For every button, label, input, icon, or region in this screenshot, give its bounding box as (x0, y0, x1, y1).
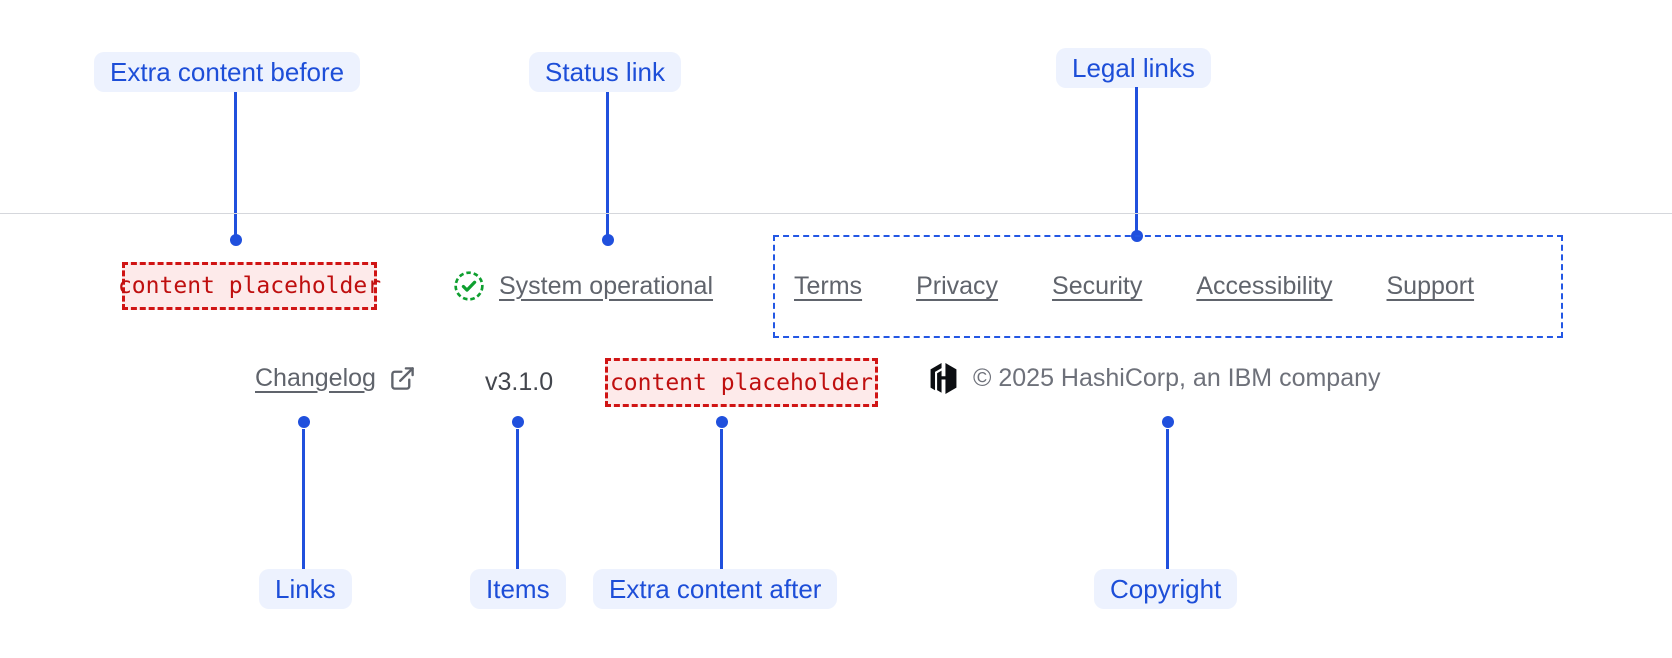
connector-dot-status-link (602, 234, 614, 246)
connector-line-extra-content-after (720, 429, 723, 569)
status-link[interactable]: System operational (453, 262, 713, 310)
placeholder-text: content placeholder (609, 369, 874, 396)
label-legal-links: Legal links (1056, 48, 1211, 88)
connector-dot-copyright (1162, 416, 1174, 428)
hashicorp-logo-icon (928, 362, 959, 394)
label-status-link: Status link (529, 52, 681, 92)
extra-content-before-placeholder: content placeholder (118, 262, 381, 310)
legal-links-region: Terms Privacy Security Accessibility Sup… (773, 235, 1563, 338)
connector-line-links (302, 429, 305, 569)
label-text: Legal links (1072, 52, 1195, 83)
changelog-link-label[interactable]: Changelog (255, 363, 376, 392)
label-text: Copyright (1110, 573, 1222, 604)
label-text: Extra content before (110, 56, 345, 87)
connector-line-legal-links (1135, 87, 1138, 231)
label-copyright: Copyright (1094, 569, 1238, 609)
connector-line-extra-content-before (234, 92, 237, 235)
legal-link-terms[interactable]: Terms (794, 272, 863, 300)
legal-link-support[interactable]: Support (1386, 272, 1475, 300)
check-circle-icon (453, 270, 485, 302)
connector-dot-items (512, 416, 524, 428)
legal-link-privacy[interactable]: Privacy (916, 272, 999, 300)
label-text: Status link (545, 56, 665, 87)
label-text: Extra content after (609, 573, 822, 604)
connector-line-items (516, 429, 519, 569)
version-item: v3.1.0 (485, 368, 554, 396)
label-extra-content-after: Extra content after (593, 569, 838, 609)
copyright-text: © 2025 HashiCorp, an IBM company (973, 363, 1381, 392)
label-text: Links (275, 573, 336, 604)
label-text: Items (486, 573, 550, 604)
status-link-label[interactable]: System operational (499, 271, 714, 300)
legal-link-accessibility[interactable]: Accessibility (1196, 272, 1333, 300)
connector-dot-links (298, 416, 310, 428)
connector-dot-extra-content-after (716, 416, 728, 428)
copyright: © 2025 HashiCorp, an IBM company (928, 360, 1381, 396)
connector-line-copyright (1166, 429, 1169, 569)
footer-top-divider (0, 213, 1672, 214)
connector-dot-extra-content-before (230, 234, 242, 246)
extra-content-after-placeholder: content placeholder (605, 358, 878, 407)
changelog-link[interactable]: Changelog (255, 360, 416, 396)
legal-link-security[interactable]: Security (1052, 272, 1143, 300)
connector-line-status-link (606, 92, 609, 235)
external-link-icon (389, 365, 416, 392)
label-extra-content-before: Extra content before (94, 52, 361, 92)
placeholder-text: content placeholder (117, 273, 382, 299)
label-links: Links (259, 569, 352, 609)
label-items: Items (470, 569, 566, 609)
